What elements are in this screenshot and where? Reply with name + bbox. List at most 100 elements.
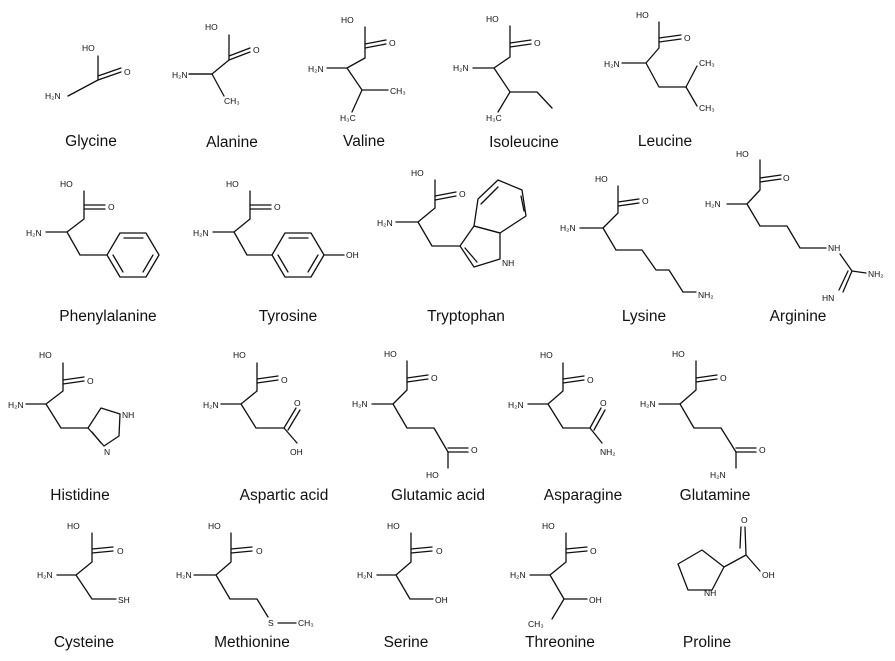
svg-text:O: O bbox=[108, 202, 115, 212]
structure-lysine: HO O H₂N NH₂ bbox=[560, 174, 714, 300]
svg-text:N: N bbox=[104, 447, 110, 457]
svg-text:HO: HO bbox=[205, 22, 218, 32]
svg-text:O: O bbox=[253, 45, 260, 55]
svg-text:CH₃: CH₃ bbox=[699, 103, 715, 113]
svg-text:HO: HO bbox=[226, 179, 239, 189]
svg-text:NH: NH bbox=[122, 410, 134, 420]
svg-text:NH: NH bbox=[704, 588, 716, 598]
name-cysteine: Cysteine bbox=[54, 634, 114, 651]
name-histidine: Histidine bbox=[50, 487, 109, 504]
structure-phenylalanine: HO O H₂N bbox=[26, 179, 160, 278]
svg-text:H₂N: H₂N bbox=[37, 570, 53, 580]
svg-text:O: O bbox=[431, 373, 438, 383]
name-glycine: Glycine bbox=[65, 133, 117, 150]
name-glutamic-acid: Glutamic acid bbox=[391, 487, 485, 504]
svg-text:H₃C: H₃C bbox=[340, 113, 356, 123]
name-alanine: Alanine bbox=[206, 134, 258, 151]
svg-text:H₂N: H₂N bbox=[172, 70, 188, 80]
svg-text:H₂N: H₂N bbox=[8, 400, 24, 410]
structure-cysteine: HO O H₂N SH bbox=[37, 521, 130, 605]
svg-text:O: O bbox=[274, 202, 281, 212]
svg-text:H₂N: H₂N bbox=[26, 228, 42, 238]
structure-glutamic-acid: HO O H₂N O HO bbox=[352, 349, 478, 480]
svg-text:H₂N: H₂N bbox=[705, 199, 721, 209]
svg-text:HO: HO bbox=[636, 10, 649, 20]
svg-text:H₂N: H₂N bbox=[308, 64, 324, 74]
name-methionine: Methionine bbox=[214, 634, 290, 651]
structure-leucine: HO O H₂N CH₃ CH₃ bbox=[604, 10, 715, 113]
svg-text:NH: NH bbox=[502, 258, 514, 268]
structure-tryptophan: HO O H₂N NH bbox=[377, 168, 527, 268]
name-serine: Serine bbox=[384, 634, 429, 651]
svg-text:H₂N: H₂N bbox=[377, 218, 393, 228]
svg-text:HO: HO bbox=[233, 350, 246, 360]
svg-text:O: O bbox=[741, 515, 748, 525]
name-proline: Proline bbox=[683, 634, 731, 651]
structure-histidine: HO O H₂N NH N bbox=[8, 350, 134, 457]
svg-text:O: O bbox=[256, 546, 263, 556]
svg-text:H₂N: H₂N bbox=[640, 399, 656, 409]
svg-text:O: O bbox=[471, 445, 478, 455]
svg-text:HO: HO bbox=[39, 350, 52, 360]
svg-text:H₂N: H₂N bbox=[508, 400, 524, 410]
name-arginine: Arginine bbox=[770, 308, 827, 325]
structure-proline: O OH NH bbox=[677, 515, 775, 598]
svg-text:HO: HO bbox=[60, 179, 73, 189]
svg-text:H₂N: H₂N bbox=[453, 63, 469, 73]
structure-serine: HO O H₂N OH bbox=[357, 521, 448, 605]
name-aspartic-acid: Aspartic acid bbox=[240, 487, 329, 504]
svg-text:O: O bbox=[117, 546, 124, 556]
structure-alanine: HO O H₂N CH₃ bbox=[172, 22, 260, 106]
svg-text:HO: HO bbox=[341, 15, 354, 25]
structure-aspartic-acid: HO O H₂N O OH bbox=[203, 350, 303, 457]
svg-text:H₃C: H₃C bbox=[486, 113, 502, 123]
svg-text:CH₃: CH₃ bbox=[528, 619, 544, 629]
svg-text:O: O bbox=[759, 445, 766, 455]
svg-text:O: O bbox=[642, 196, 649, 206]
svg-text:S: S bbox=[268, 618, 274, 628]
svg-text:HN: HN bbox=[822, 293, 834, 303]
structure-valine: HO O H₂N CH₃ H₃C bbox=[308, 15, 406, 123]
svg-text:H₂N: H₂N bbox=[510, 570, 526, 580]
svg-text:CH₃: CH₃ bbox=[699, 58, 715, 68]
svg-text:H₂N: H₂N bbox=[203, 400, 219, 410]
svg-text:HO: HO bbox=[736, 149, 749, 159]
svg-text:OH: OH bbox=[762, 570, 775, 580]
svg-text:HO: HO bbox=[67, 521, 80, 531]
svg-text:HO: HO bbox=[208, 521, 221, 531]
svg-text:OH: OH bbox=[290, 447, 303, 457]
structure-arginine: HO O H₂N NH NH₂ HN bbox=[705, 149, 884, 303]
name-lysine: Lysine bbox=[622, 308, 666, 325]
svg-text:H₂N: H₂N bbox=[357, 570, 373, 580]
structure-tyrosine: HO O H₂N OH bbox=[193, 179, 359, 278]
svg-text:CH₃: CH₃ bbox=[298, 618, 314, 628]
svg-text:O: O bbox=[436, 546, 443, 556]
svg-text:SH: SH bbox=[118, 595, 130, 605]
svg-text:HO: HO bbox=[387, 521, 400, 531]
svg-text:O: O bbox=[684, 33, 691, 43]
svg-text:O: O bbox=[294, 398, 301, 408]
svg-text:H₂N: H₂N bbox=[352, 399, 368, 409]
name-asparagine: Asparagine bbox=[544, 487, 622, 504]
svg-text:CH₃: CH₃ bbox=[390, 86, 406, 96]
svg-text:O: O bbox=[281, 375, 288, 385]
svg-text:HO: HO bbox=[82, 43, 95, 53]
svg-text:O: O bbox=[87, 376, 94, 386]
structure-glutamine: HO O H₂N O H₂N bbox=[640, 349, 766, 480]
name-tryptophan: Tryptophan bbox=[427, 308, 505, 325]
svg-text:NH₂: NH₂ bbox=[868, 269, 884, 279]
structure-threonine: HO O H₂N OH CH₃ bbox=[510, 521, 602, 629]
name-isoleucine: Isoleucine bbox=[489, 134, 559, 151]
svg-text:HO: HO bbox=[426, 470, 439, 480]
name-tyrosine: Tyrosine bbox=[259, 308, 318, 325]
svg-text:H₂N: H₂N bbox=[176, 570, 192, 580]
svg-text:O: O bbox=[590, 546, 597, 556]
name-phenylalanine: Phenylalanine bbox=[59, 308, 156, 325]
svg-text:HO: HO bbox=[411, 168, 424, 178]
svg-text:O: O bbox=[783, 173, 790, 183]
svg-text:NH: NH bbox=[828, 243, 840, 253]
svg-text:OH: OH bbox=[435, 595, 448, 605]
svg-text:H₂N: H₂N bbox=[710, 470, 726, 480]
svg-text:O: O bbox=[124, 67, 131, 77]
